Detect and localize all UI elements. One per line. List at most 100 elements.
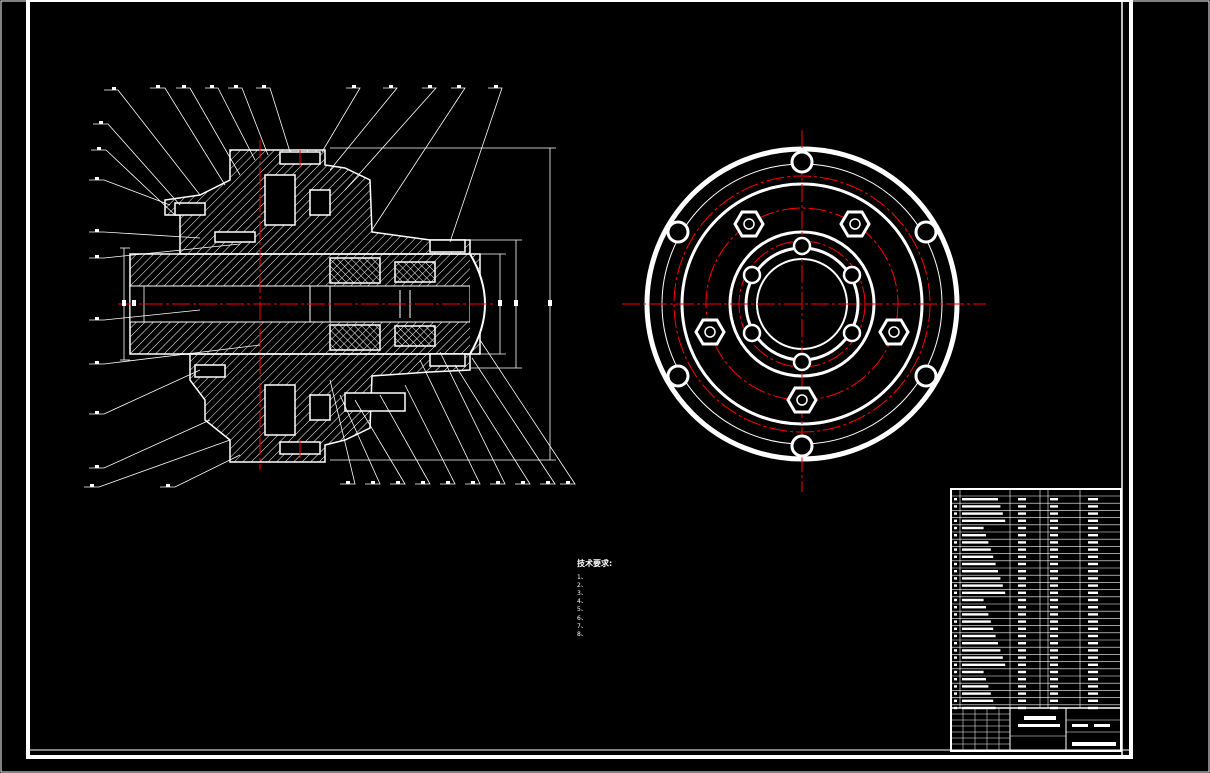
parts-list-cell-mark bbox=[1050, 541, 1058, 544]
parts-list-index-mark bbox=[954, 498, 957, 501]
dimension-tags bbox=[122, 300, 552, 306]
parts-list-cell-mark bbox=[962, 634, 996, 638]
parts-list-cell-mark bbox=[1050, 505, 1058, 508]
parts-list-cell-mark bbox=[1088, 548, 1098, 551]
parts-list-index-mark bbox=[954, 663, 957, 666]
parts-list-cell-mark bbox=[962, 505, 1001, 508]
parts-list-index-mark bbox=[954, 649, 957, 652]
requirement-item: 1、 bbox=[577, 574, 587, 582]
parts-list-cell-mark bbox=[1088, 613, 1098, 616]
parts-list-cell-mark bbox=[962, 699, 994, 702]
technical-requirements-title: 技术要求: bbox=[577, 559, 613, 568]
parts-list-cell-mark bbox=[962, 498, 998, 501]
parts-list-cell-mark bbox=[962, 649, 1001, 652]
parts-list-cell-mark bbox=[1018, 620, 1026, 623]
outer-bolt-holes bbox=[666, 150, 938, 458]
parts-list-index-mark bbox=[954, 692, 957, 695]
requirement-item: 7、 bbox=[577, 622, 587, 630]
parts-list-index-mark bbox=[954, 512, 957, 515]
parts-list-index-mark bbox=[954, 505, 957, 508]
parts-list-cell-mark bbox=[1050, 620, 1058, 623]
parts-list-cell-mark bbox=[1018, 526, 1026, 530]
requirement-item: 5、 bbox=[577, 606, 587, 614]
leader-tags bbox=[90, 85, 570, 487]
parts-list-cell-mark bbox=[1050, 562, 1058, 566]
parts-list-cell-mark bbox=[962, 534, 986, 537]
parts-list-cell-mark bbox=[1050, 512, 1058, 515]
parts-list-cell-mark bbox=[962, 620, 991, 623]
parts-list-cell-mark bbox=[962, 591, 1006, 594]
parts-list-cell-mark bbox=[1018, 692, 1026, 695]
parts-list-cell-mark bbox=[1050, 699, 1058, 702]
parts-list-cell-mark bbox=[1050, 570, 1058, 573]
parts-list-cell-mark bbox=[1050, 692, 1058, 695]
parts-list-index-mark bbox=[954, 620, 957, 623]
parts-list-cell-mark bbox=[1018, 498, 1026, 501]
requirement-item: 8、 bbox=[577, 630, 587, 638]
parts-list-cell-mark bbox=[1018, 555, 1026, 558]
parts-list-cell-mark bbox=[962, 613, 989, 616]
requirement-item: 4、 bbox=[577, 598, 587, 606]
parts-list-cell-mark bbox=[1018, 570, 1026, 573]
parts-list-cell-mark bbox=[1088, 526, 1098, 530]
parts-list-cell-mark bbox=[1088, 562, 1098, 566]
parts-list-cell-mark bbox=[1088, 706, 1098, 710]
parts-list-cell-mark bbox=[1088, 505, 1098, 508]
parts-list-index-mark bbox=[954, 634, 957, 638]
parts-list-cell-mark bbox=[1050, 627, 1058, 630]
parts-list-cell-mark bbox=[1050, 649, 1058, 652]
parts-list-cell-mark bbox=[1088, 541, 1098, 544]
title-block-grid bbox=[951, 708, 1010, 751]
section-centerlines bbox=[118, 140, 495, 470]
parts-list-marks bbox=[954, 498, 1098, 710]
parts-list-cell-mark bbox=[1088, 634, 1098, 638]
parts-list-cell-mark bbox=[962, 548, 991, 551]
parts-list-index-mark bbox=[954, 627, 957, 630]
parts-list-cell-mark bbox=[1050, 656, 1058, 659]
parts-list-cell-mark bbox=[1018, 541, 1026, 544]
dimension-lines bbox=[120, 147, 556, 461]
parts-list-cell-mark bbox=[1018, 634, 1026, 638]
parts-list-index-mark bbox=[954, 606, 957, 609]
parts-list-cell-mark bbox=[962, 512, 1003, 515]
parts-list-cell-mark bbox=[962, 627, 994, 630]
end-view-centerlines bbox=[622, 130, 986, 492]
parts-list-cell-mark bbox=[962, 670, 984, 674]
parts-list-cell-mark bbox=[1088, 591, 1098, 594]
parts-list-index-mark bbox=[954, 642, 957, 645]
technical-requirements-list: 1、 2、 3、 4、 5、 6、 7、 8、 bbox=[577, 574, 817, 639]
parts-list-cell-mark bbox=[962, 519, 1006, 522]
parts-list-cell-mark bbox=[1050, 706, 1058, 710]
parts-list-cell-mark bbox=[1050, 555, 1058, 558]
parts-list-cell-mark bbox=[1018, 584, 1026, 587]
parts-list-cell-mark bbox=[962, 678, 986, 681]
parts-list-cell-mark bbox=[1050, 642, 1058, 645]
hex-nuts bbox=[694, 210, 910, 414]
parts-list-index-mark bbox=[954, 577, 957, 580]
parts-list-index-mark bbox=[954, 570, 957, 573]
parts-list-cell-mark bbox=[1088, 498, 1098, 501]
parts-list-cell-mark bbox=[962, 584, 1003, 587]
requirement-item: 3、 bbox=[577, 590, 587, 598]
requirement-item: 2、 bbox=[577, 582, 587, 590]
parts-list-cell-mark bbox=[1018, 699, 1026, 702]
parts-list-cell-mark bbox=[1088, 519, 1098, 522]
title-block-marks bbox=[1018, 716, 1116, 746]
parts-list-cell-mark bbox=[1088, 670, 1098, 674]
parts-list-cell-mark bbox=[1018, 512, 1026, 515]
parts-list-cell-mark bbox=[962, 598, 984, 602]
parts-list-cell-mark bbox=[962, 692, 991, 695]
parts-list-index-mark bbox=[954, 656, 957, 659]
parts-list-cell-mark bbox=[1050, 498, 1058, 501]
parts-list-cell-mark bbox=[1088, 620, 1098, 623]
parts-list-cell-mark bbox=[1018, 685, 1026, 688]
housing-lower bbox=[180, 324, 471, 463]
parts-list-cell-mark bbox=[1018, 649, 1026, 652]
parts-list-cell-mark bbox=[1088, 512, 1098, 515]
parts-list-cell-mark bbox=[1018, 606, 1026, 609]
parts-list-cell-mark bbox=[962, 541, 989, 544]
parts-list-cell-mark bbox=[1018, 505, 1026, 508]
parts-list-cell-mark bbox=[1088, 663, 1098, 666]
parts-list-cell-mark bbox=[1050, 598, 1058, 602]
parts-list-index-mark bbox=[954, 534, 957, 537]
